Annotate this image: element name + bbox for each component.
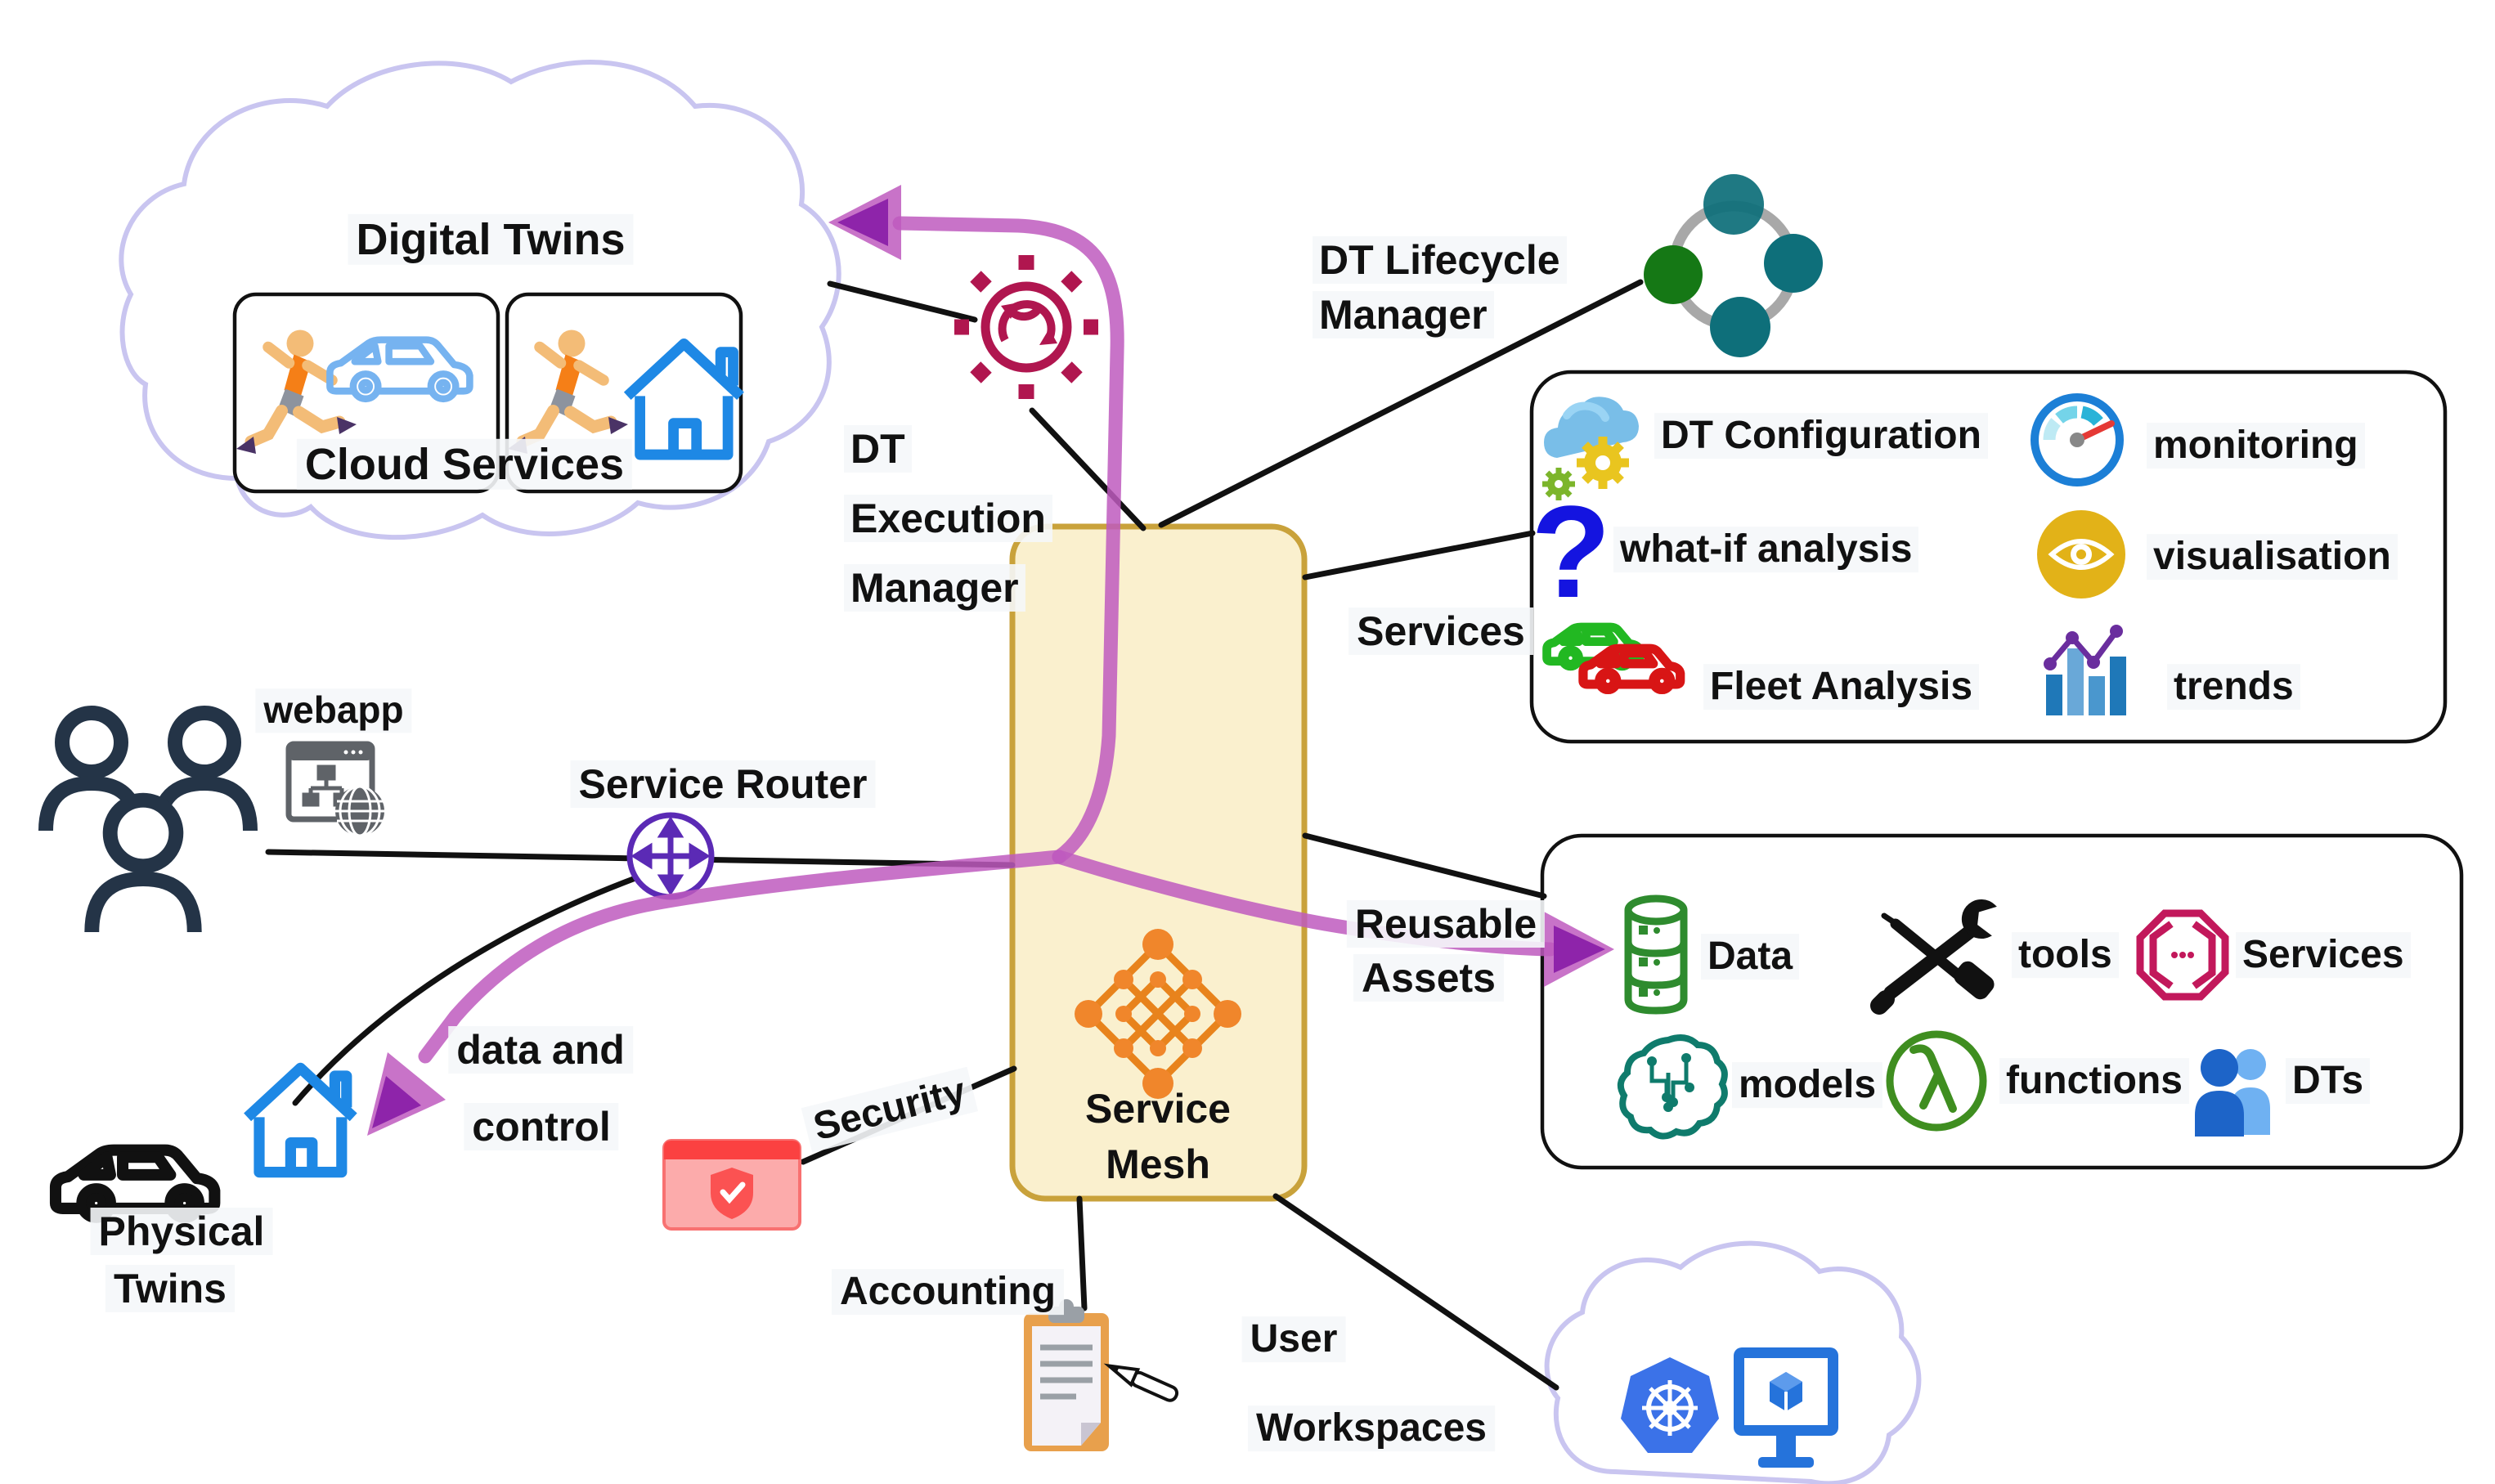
- data-and-control-label-line1: data and: [448, 1026, 633, 1074]
- accounting-clipboard-icon: [1024, 1299, 1179, 1451]
- services-edge-label: Services: [1348, 607, 1533, 655]
- edge-cloud-execution-manager: [827, 280, 978, 323]
- services-item-trends: trends: [2167, 664, 2300, 710]
- services-item-monitoring: monitoring: [2147, 423, 2365, 469]
- octagon-services-icon: [2136, 909, 2229, 1001]
- reusable-item-tools: tools: [2012, 932, 2119, 978]
- gauge-icon: [2031, 393, 2124, 486]
- accounting-label: Accounting: [832, 1269, 1064, 1315]
- edge-execution-manager-mesh: [1029, 407, 1147, 531]
- reusable-item-services: Services: [2236, 932, 2411, 978]
- physical-twins-label-line2: Twins: [105, 1265, 235, 1312]
- edge-mesh-services-box: [1302, 530, 1536, 581]
- dt-lifecycle-manager-label-line2: Manager: [1313, 291, 1494, 338]
- user-workspaces-label-line1: User: [1241, 1316, 1346, 1362]
- physical-twins-label-line1: Physical: [90, 1208, 273, 1255]
- service-mesh-icon: [1075, 929, 1241, 1099]
- security-shield-icon: [662, 1139, 801, 1231]
- circuit-brain-icon: [1617, 1034, 1728, 1140]
- workspace-monitor-icon: [1734, 1347, 1838, 1468]
- globe-icon: [335, 785, 384, 837]
- svg-text:?: ?: [1531, 478, 1611, 625]
- reusable-item-functions: functions: [1999, 1058, 2189, 1104]
- execution-manager-gear-icon: [954, 255, 1098, 399]
- database-icon: [1624, 894, 1688, 1015]
- digital-twins-title: Digital Twins: [348, 213, 634, 266]
- flow-to-cloud: [892, 216, 1124, 864]
- services-item-dt-configuration: DT Configuration: [1654, 413, 1988, 459]
- service-mesh-label-line2: Mesh: [1106, 1141, 1210, 1187]
- dt-execution-manager-label-line1: DT: [844, 425, 912, 473]
- user-workspaces-cloud: [1544, 1240, 1922, 1484]
- lifecycle-manager-icon: [1644, 174, 1823, 357]
- tools-icon: [1870, 899, 1997, 1015]
- reusable-item-data: Data: [1701, 934, 1800, 980]
- pen-icon: [1103, 1363, 1179, 1402]
- physical-house-icon: [247, 1067, 354, 1173]
- data-and-control-label-line2: control: [464, 1103, 619, 1150]
- edge-router-physical-twins: [292, 872, 648, 1106]
- webapp-label: webapp: [255, 688, 412, 733]
- services-item-what-if: what-if analysis: [1613, 527, 1919, 572]
- reusable-item-dts: DTs: [2286, 1058, 2371, 1104]
- question-mark-icon: ?: [1531, 478, 1611, 625]
- cloud-gears-icon: [1542, 397, 1639, 500]
- reusable-assets-label-line2: Assets: [1353, 954, 1504, 1002]
- dt-lifecycle-manager-label-line1: DT Lifecycle: [1313, 236, 1567, 284]
- edge-mesh-lifecycle-manager: [1158, 279, 1644, 528]
- dt-execution-manager-label-line2: Execution: [844, 495, 1052, 542]
- cloud-services-label: Cloud Services: [296, 438, 633, 491]
- green-gear: [1542, 468, 1575, 500]
- edge-mesh-reusable-box: [1302, 832, 1547, 899]
- edge-mesh-accounting: [1076, 1195, 1088, 1311]
- edge-mesh-user-workspaces: [1272, 1193, 1559, 1391]
- flow-to-physical: [418, 850, 1066, 1064]
- users-group-icon: [45, 712, 251, 933]
- eye-icon: [2037, 510, 2125, 599]
- services-item-fleet-analysis: Fleet Analysis: [1703, 664, 1980, 710]
- reusable-assets-label-line1: Reusable: [1346, 900, 1546, 948]
- data-control-arrowheads: [367, 185, 1614, 1136]
- lambda-icon: [1886, 1030, 1987, 1132]
- webapp-icon: [285, 741, 384, 837]
- services-item-visualisation: visualisation: [2147, 534, 2398, 580]
- reusable-item-models: models: [1732, 1062, 1883, 1108]
- kubernetes-icon: [1621, 1357, 1719, 1453]
- dt-execution-manager-label-line3: Manager: [844, 564, 1025, 612]
- dt-users-icon: [2195, 1049, 2270, 1137]
- yellow-gear: [1577, 437, 1629, 489]
- service-mesh-label-line1: Service: [1085, 1086, 1231, 1132]
- service-router-label: Service Router: [570, 760, 876, 808]
- trend-chart-icon: [2044, 625, 2126, 715]
- user-workspaces-label-line2: Workspaces: [1248, 1406, 1495, 1451]
- service-router-icon: [626, 812, 715, 900]
